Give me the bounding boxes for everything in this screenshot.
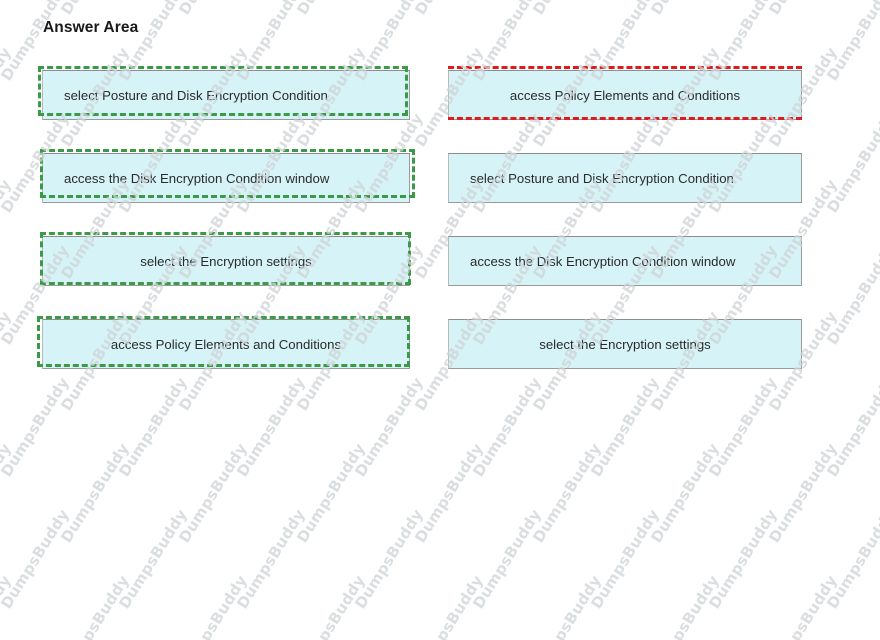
watermark-text: DumpsBuddy xyxy=(0,439,15,547)
item-box xyxy=(42,70,410,120)
page-title: Answer Area xyxy=(43,19,139,36)
watermark-text: DumpsBuddy xyxy=(469,505,545,613)
watermark-text: DumpsBuddy xyxy=(351,505,427,613)
watermark-text: DumpsBuddy xyxy=(293,571,369,640)
list-item[interactable]: access Policy Elements and Conditions xyxy=(448,66,802,120)
watermark-text: DumpsBuddy xyxy=(647,439,723,547)
watermark-text: DumpsBuddy xyxy=(175,571,251,640)
list-item[interactable]: access the Disk Encryption Condition win… xyxy=(448,236,802,286)
list-item-label: select the Encryption settings xyxy=(140,253,312,269)
watermark-text: DumpsBuddy xyxy=(765,439,841,547)
watermark-text: DumpsBuddy xyxy=(411,439,487,547)
ordered-steps-column: select Posture and Disk Encryption Condi… xyxy=(37,66,415,402)
item-box xyxy=(42,236,410,286)
watermark-text: DumpsBuddy xyxy=(765,571,841,640)
watermark-text: DumpsBuddy xyxy=(862,557,880,640)
item-box xyxy=(448,319,802,369)
watermark-text: DumpsBuddy xyxy=(293,439,369,547)
list-item-label: access the Disk Encryption Condition win… xyxy=(64,170,330,186)
list-item-label: access the Disk Encryption Condition win… xyxy=(470,253,736,269)
answer-area-page: Answer Area select Posture and Disk Encr… xyxy=(37,19,802,402)
watermark-text: DumpsBuddy xyxy=(175,439,251,547)
list-item-label: select Posture and Disk Encryption Condi… xyxy=(470,170,734,186)
watermark-row: DumpsBuddy DumpsBuddy DumpsBuddy DumpsBuddy… xyxy=(0,440,880,546)
item-box xyxy=(42,319,410,369)
list-item[interactable]: access the Disk Encryption Condition win… xyxy=(40,149,415,203)
watermark-text: DumpsBuddy xyxy=(587,505,663,613)
watermark-row: DumpsBuddy DumpsBuddy DumpsBuddy DumpsBuddy… xyxy=(0,572,880,640)
watermark-text: DumpsBuddy xyxy=(0,571,15,640)
watermark-text: DumpsBuddy xyxy=(647,571,723,640)
list-item[interactable]: select the Encryption settings xyxy=(40,232,411,286)
list-item-label: select the Encryption settings xyxy=(539,336,711,352)
watermark-text: DumpsBuddy xyxy=(57,571,133,640)
watermark-text: DumpsBuddy xyxy=(115,505,191,613)
answer-choices-column: access Policy Elements and Conditions se… xyxy=(448,66,802,402)
list-item-label: access Policy Elements and Conditions xyxy=(110,336,342,352)
watermark-text: DumpsBuddy xyxy=(233,505,309,613)
watermark-text: DumpsBuddy xyxy=(705,505,781,613)
item-box xyxy=(448,153,802,203)
watermark-text: DumpsBuddy xyxy=(529,439,605,547)
watermark-text: DumpsBuddy xyxy=(823,505,880,613)
list-item[interactable]: select Posture and Disk Encryption Condi… xyxy=(448,153,802,203)
watermark-text: DumpsBuddy xyxy=(0,505,73,613)
list-item[interactable]: select the Encryption settings xyxy=(448,319,802,369)
item-box xyxy=(42,153,410,203)
watermark-text: DumpsBuddy xyxy=(529,571,605,640)
watermark-row: DumpsBuddy DumpsBuddy DumpsBuddy DumpsBuddy… xyxy=(0,506,880,612)
list-item[interactable]: select Posture and Disk Encryption Condi… xyxy=(38,66,410,120)
list-item-label: select Posture and Disk Encryption Condi… xyxy=(64,87,328,103)
watermark-text: DumpsBuddy xyxy=(862,425,880,560)
list-item-label: access Policy Elements and Conditions xyxy=(509,87,741,103)
watermark-text: DumpsBuddy xyxy=(411,571,487,640)
item-box xyxy=(448,70,802,120)
item-box xyxy=(448,236,802,286)
watermark-text: DumpsBuddy xyxy=(57,439,133,547)
list-item[interactable]: access Policy Elements and Conditions xyxy=(37,316,410,369)
